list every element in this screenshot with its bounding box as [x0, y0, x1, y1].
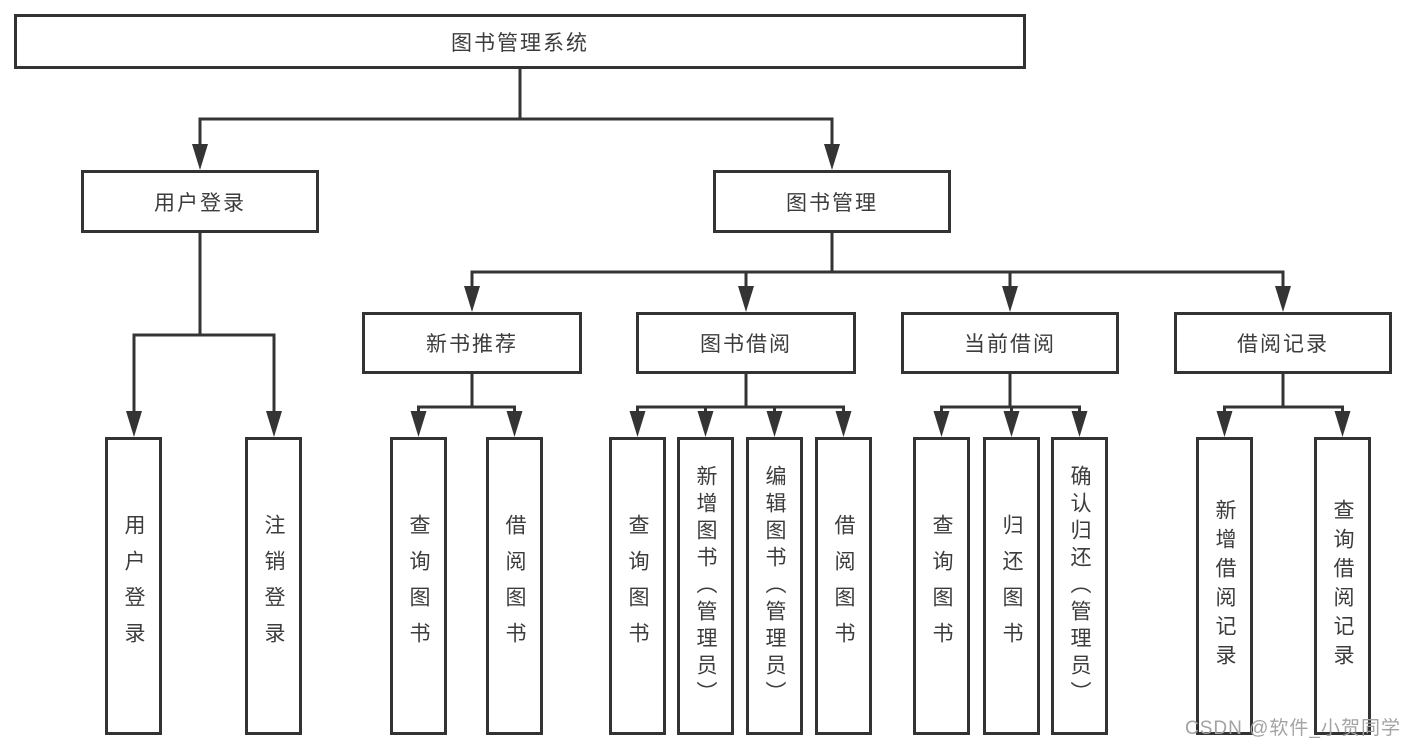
leaf-return-books: 归还图书 — [983, 437, 1040, 735]
connector-book-mgmt-to-level2 — [464, 231, 1291, 312]
leaf-confirm-return-admin: 确认归还（管理员） — [1051, 437, 1108, 735]
leaf-logout: 注销登录 — [245, 437, 302, 735]
node-current-borrow-label: 当前借阅 — [964, 333, 1056, 356]
node-root-label: 图书管理系统 — [451, 31, 589, 55]
connector-new-book-recommend-to-leaves — [410, 372, 523, 437]
leaf-add-borrow-record: 新增借阅记录 — [1196, 437, 1253, 735]
leaf-query-borrow-record: 查询借阅记录 — [1314, 437, 1371, 735]
leaf-edit-book-admin: 编辑图书（管理员） — [746, 437, 803, 735]
leaf-query-books-borrow: 查询图书 — [609, 437, 666, 735]
node-new-book-recommend-label: 新书推荐 — [426, 333, 518, 356]
node-borrow-records-label: 借阅记录 — [1237, 333, 1329, 356]
node-root: 图书管理系统 — [14, 14, 1026, 69]
leaf-query-books-current-label: 查询图书 — [930, 514, 953, 658]
leaf-user-login: 用户登录 — [105, 437, 162, 735]
node-book-mgmt: 图书管理 — [713, 170, 951, 233]
leaf-confirm-return-admin-label: 确认归还（管理员） — [1068, 464, 1091, 708]
leaf-query-books-current: 查询图书 — [913, 437, 970, 735]
node-borrow-records: 借阅记录 — [1174, 312, 1392, 374]
node-book-borrow-label: 图书借阅 — [700, 333, 792, 356]
leaf-query-books-recommend: 查询图书 — [390, 437, 447, 735]
leaf-edit-book-admin-label: 编辑图书（管理员） — [763, 464, 786, 708]
connector-book-borrow-to-leaves — [629, 372, 852, 437]
leaf-query-books-borrow-label: 查询图书 — [626, 514, 649, 658]
leaf-query-books-recommend-label: 查询图书 — [407, 514, 430, 658]
leaf-add-book-admin: 新增图书（管理员） — [677, 437, 734, 735]
connector-root-to-level1 — [192, 67, 840, 170]
node-new-book-recommend: 新书推荐 — [362, 312, 582, 374]
node-book-mgmt-label: 图书管理 — [786, 191, 878, 215]
leaf-logout-label: 注销登录 — [262, 514, 285, 658]
leaf-query-borrow-record-label: 查询借阅记录 — [1331, 499, 1354, 673]
connector-borrow-records-to-leaves — [1216, 372, 1351, 437]
node-current-borrow: 当前借阅 — [901, 312, 1119, 374]
connector-user-login-to-leaves — [126, 231, 282, 437]
node-user-login-label: 用户登录 — [154, 191, 246, 215]
leaf-user-login-label: 用户登录 — [122, 514, 145, 658]
leaf-add-borrow-record-label: 新增借阅记录 — [1213, 499, 1236, 673]
leaf-borrow-books-label: 借阅图书 — [832, 514, 855, 658]
csdn-watermark: CSDN @软件_小贺同学 — [1185, 718, 1401, 739]
leaf-add-book-admin-label: 新增图书（管理员） — [694, 464, 717, 708]
node-user-login: 用户登录 — [81, 170, 319, 233]
connector-current-borrow-to-leaves — [933, 372, 1088, 437]
leaf-borrow-books: 借阅图书 — [815, 437, 872, 735]
leaf-borrow-books-recommend-label: 借阅图书 — [503, 514, 526, 658]
leaf-borrow-books-recommend: 借阅图书 — [486, 437, 543, 735]
leaf-return-books-label: 归还图书 — [1000, 514, 1023, 658]
node-book-borrow: 图书借阅 — [636, 312, 856, 374]
